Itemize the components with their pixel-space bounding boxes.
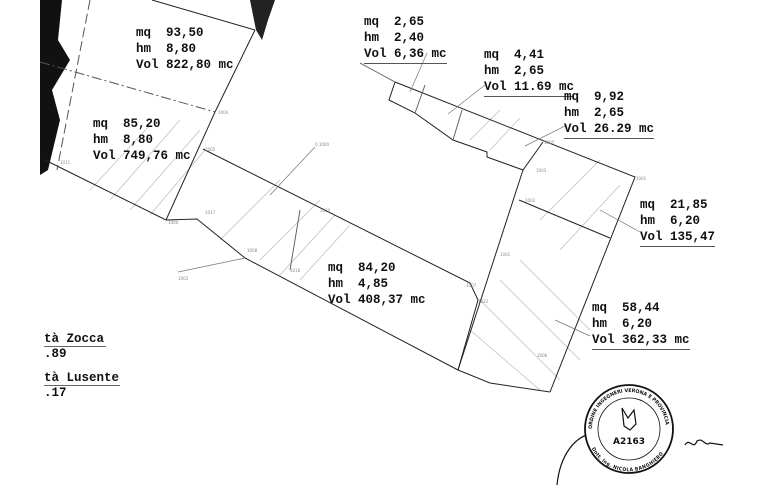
area: mq 9,92 [564, 90, 625, 104]
hatching [89, 109, 621, 391]
area: mq 85,20 [93, 117, 161, 131]
volume: Vol 6,36 mc [364, 46, 447, 64]
engineer-stamp: ORDINE INGEGNERI VERONA E PROVINCIA Dott… [584, 384, 674, 474]
height: hm 2,40 [364, 31, 425, 45]
area: mq 2,65 [364, 15, 425, 29]
area: mq 58,44 [592, 301, 660, 315]
svg-text:1003: 1003 [536, 168, 547, 173]
locality-name: tà Zocca [44, 332, 106, 347]
height: hm 2,65 [484, 64, 545, 78]
height: hm 6,20 [592, 317, 653, 331]
svg-text:1008: 1008 [247, 248, 258, 253]
locality-value: .89 [44, 347, 67, 361]
parcel-boundaries [39, 0, 636, 393]
svg-text:1005: 1005 [205, 147, 216, 152]
svg-text:1005: 1005 [544, 140, 555, 145]
scan-edge-shadow [40, 0, 70, 175]
svg-text:1007: 1007 [466, 283, 477, 288]
svg-text:1022: 1022 [478, 299, 489, 304]
stamp-number: A2163 [613, 437, 645, 447]
volume: Vol 362,33 mc [592, 332, 690, 350]
height: hm 4,85 [328, 277, 389, 291]
height: hm 6,20 [640, 214, 701, 228]
svg-text:0.1000: 0.1000 [315, 142, 329, 147]
survey-point-labels: 1004 1005 0.1000 1000 1017 1020 1008 1018 1007… [60, 110, 647, 358]
height: hm 8,80 [136, 42, 197, 56]
area: mq 21,85 [640, 198, 708, 212]
svg-text:1002: 1002 [525, 198, 536, 203]
svg-text:1001: 1001 [500, 252, 511, 257]
svg-text:1006: 1006 [537, 353, 548, 358]
svg-text:1000: 1000 [168, 220, 179, 225]
svg-text:1001: 1001 [636, 176, 647, 181]
stamp-emblem-icon [621, 407, 637, 431]
svg-text:1018: 1018 [290, 268, 301, 273]
area: mq 84,20 [328, 261, 396, 275]
leader-lines [177, 52, 641, 337]
volume: Vol 11.69 mc [484, 79, 575, 97]
volume: Vol 135,47 [640, 229, 716, 247]
height: hm 2,65 [564, 106, 625, 120]
area: mq 4,41 [484, 48, 545, 62]
locality-name: tà Lusente [44, 371, 120, 386]
svg-text:1011: 1011 [60, 160, 71, 165]
locality-label: tà Lusente.17 [44, 371, 120, 400]
scan-edge-mark [250, 0, 275, 40]
volume: Vol 26.29 mc [564, 121, 655, 139]
volume: Vol 822,80 mc [136, 58, 234, 72]
svg-text:1020: 1020 [320, 208, 331, 213]
locality-value: .17 [44, 386, 67, 400]
svg-text:1003: 1003 [178, 276, 189, 281]
volume: Vol 408,37 mc [328, 293, 426, 307]
svg-text:1017: 1017 [205, 210, 216, 215]
locality-label: tà Zocca.89 [44, 332, 106, 361]
height: hm 8,80 [93, 133, 154, 147]
svg-text:1004: 1004 [218, 110, 229, 115]
volume: Vol 749,76 mc [93, 149, 191, 163]
area: mq 93,50 [136, 26, 204, 40]
